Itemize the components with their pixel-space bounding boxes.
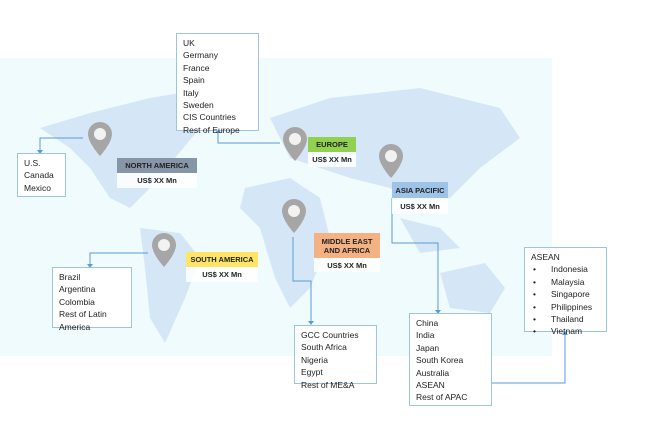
list-item: South Africa bbox=[301, 342, 347, 353]
list-item: Colombia bbox=[59, 296, 95, 307]
list-item: Argentina bbox=[59, 284, 96, 295]
bullet-icon: • bbox=[533, 276, 536, 287]
bullet-icon: • bbox=[533, 301, 536, 312]
list-item: Mexico bbox=[24, 182, 51, 193]
list-item: Italy bbox=[183, 87, 199, 98]
list-item: • Thailand bbox=[531, 313, 600, 325]
list-item: Rest of ME&A bbox=[301, 379, 355, 390]
map-pin-icon-europe bbox=[283, 127, 307, 161]
mea-country-list: GCC Countries South Africa Nigeria Egypt… bbox=[294, 325, 377, 390]
europe-country-list: UK Germany France Spain Italy Sweden CIS… bbox=[176, 33, 259, 135]
list-item: Rest of Europe bbox=[183, 124, 240, 135]
list-item: Germany bbox=[183, 50, 218, 61]
list-item: Canada bbox=[24, 170, 54, 181]
list-item: • Philippines bbox=[531, 301, 600, 313]
map-pin-icon-asia-pacific bbox=[379, 144, 403, 178]
region-value: US$ XX Mn bbox=[308, 152, 356, 167]
asia-pacific-label: ASIA PACIFIC US$ XX Mn bbox=[392, 182, 448, 214]
list-item: Rest of APAC bbox=[416, 392, 468, 403]
region-title: NORTH AMERICA bbox=[117, 158, 197, 173]
list-item: China bbox=[416, 318, 439, 328]
bullet-icon: • bbox=[533, 289, 536, 300]
region-title: MIDDLE EAST AND AFRICA bbox=[314, 233, 380, 258]
list-item: France bbox=[183, 62, 210, 73]
north-america-country-list: U.S. Canada Mexico bbox=[17, 153, 66, 197]
list-item: Spain bbox=[183, 75, 205, 86]
asia-pacific-country-list: China India Japan South Korea Australia … bbox=[409, 313, 492, 406]
list-item-label: Singapore bbox=[551, 289, 590, 300]
region-value: US$ XX Mn bbox=[314, 258, 380, 272]
region-title: EUROPE bbox=[308, 137, 356, 152]
list-item-label: Malaysia bbox=[551, 276, 585, 287]
south-america-country-list: Brazil Argentina Colombia Rest of Latin … bbox=[52, 267, 132, 332]
list-item: Sweden bbox=[183, 100, 214, 111]
list-item: Brazil bbox=[59, 272, 81, 282]
list-item: Japan bbox=[416, 342, 440, 353]
list-item: • Vietnam bbox=[531, 325, 600, 337]
region-title: SOUTH AMERICA bbox=[186, 252, 258, 267]
list-item-label: Philippines bbox=[551, 301, 593, 312]
list-item: Australia bbox=[416, 367, 450, 378]
region-value: US$ XX Mn bbox=[392, 198, 448, 214]
list-title: ASEAN bbox=[531, 252, 560, 262]
list-item: • Singapore bbox=[531, 288, 600, 300]
list-item: UK bbox=[183, 38, 195, 48]
bullet-icon: • bbox=[533, 264, 536, 275]
list-item-label: Thailand bbox=[551, 314, 584, 325]
region-title: ASIA PACIFIC bbox=[392, 182, 448, 198]
map-pin-icon-north-america bbox=[88, 122, 112, 156]
list-item: U.S. bbox=[24, 158, 41, 168]
list-item: GCC Countries bbox=[301, 330, 359, 340]
mea-label: MIDDLE EAST AND AFRICA US$ XX Mn bbox=[314, 233, 380, 272]
list-item: ASEAN bbox=[416, 380, 445, 391]
list-item: Rest of Latin America bbox=[59, 309, 107, 332]
list-item: South Korea bbox=[416, 355, 464, 366]
south-america-label: SOUTH AMERICA US$ XX Mn bbox=[186, 252, 258, 282]
bullet-icon: • bbox=[533, 314, 536, 325]
map-pin-icon-mea bbox=[282, 199, 306, 233]
list-item: CIS Countries bbox=[183, 112, 236, 123]
map-pin-icon-south-america bbox=[152, 233, 176, 267]
list-item: • Malaysia bbox=[531, 276, 600, 288]
list-item-label: Indonesia bbox=[551, 264, 588, 275]
region-value: US$ XX Mn bbox=[186, 267, 258, 282]
north-america-label: NORTH AMERICA US$ XX Mn bbox=[117, 158, 197, 188]
europe-label: EUROPE US$ XX Mn bbox=[308, 137, 356, 167]
list-item: Nigeria bbox=[301, 354, 328, 365]
asean-country-list: ASEAN • Indonesia • Malaysia • Singapore • P… bbox=[524, 247, 607, 336]
list-item: • Indonesia bbox=[531, 263, 600, 275]
list-item: India bbox=[416, 330, 435, 341]
list-item: Egypt bbox=[301, 367, 323, 378]
bullet-icon: • bbox=[533, 326, 536, 337]
region-value: US$ XX Mn bbox=[117, 173, 197, 188]
list-item-label: Vietnam bbox=[551, 326, 583, 337]
